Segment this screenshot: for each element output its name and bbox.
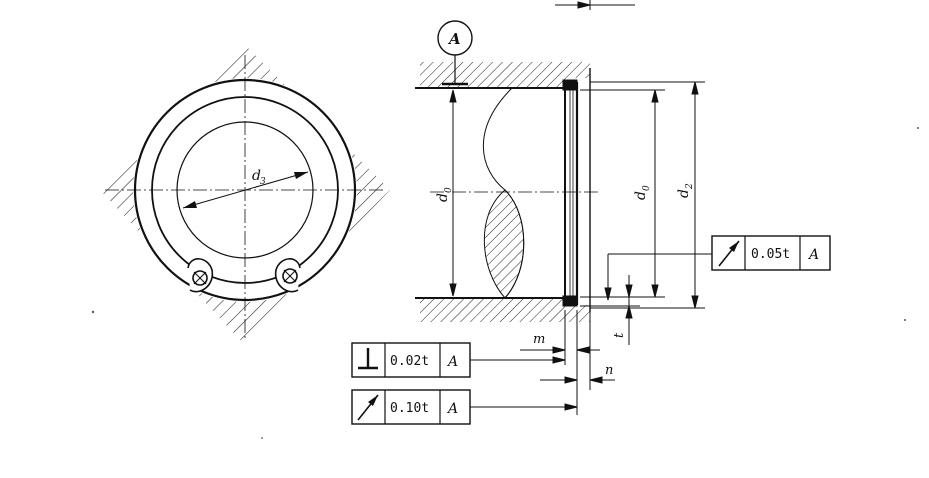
scan-specks	[91, 127, 919, 439]
d3-label: d	[252, 168, 261, 184]
frame-perp-datum: A	[446, 354, 458, 370]
n-dimension	[540, 310, 615, 415]
d2-label: d	[676, 189, 692, 198]
perpendicularity-leader	[470, 356, 566, 364]
runout-leader-upper	[604, 253, 712, 301]
frame-lower-value: 0.10t	[390, 401, 429, 416]
d3-dimension	[182, 171, 309, 209]
break-line	[482, 87, 525, 299]
runout-icon	[357, 394, 379, 421]
frame-upper-value: 0.05t	[751, 247, 790, 262]
runout-leader-lower	[470, 403, 578, 411]
top-dimension-stub	[555, 0, 635, 10]
frame-upper-datum: A	[807, 247, 819, 263]
t-dimension	[580, 275, 640, 345]
d0-right-label: d	[633, 191, 649, 200]
tolerance-frame-perpendicularity	[351, 342, 471, 378]
frame-lower-datum: A	[446, 401, 458, 417]
datum-a-letter: A	[447, 30, 461, 48]
m-label: m	[533, 332, 545, 347]
d0-left-dimension	[449, 89, 457, 297]
tolerance-frame-runout-upper	[711, 235, 831, 271]
d2-subscript: 2	[685, 183, 695, 190]
frame-perp-value: 0.02t	[390, 354, 429, 369]
n-label: n	[605, 363, 613, 378]
m-dimension	[520, 310, 600, 365]
tolerance-frame-runout-lower	[351, 389, 471, 425]
d0-right-dimension	[580, 89, 665, 298]
runout-icon	[718, 240, 740, 267]
bore-lower-wall	[415, 297, 590, 322]
datum-a-symbol	[437, 20, 473, 86]
perpendicularity-icon	[358, 348, 378, 370]
d0-left-label: d	[435, 193, 451, 202]
d2-dimension	[590, 81, 705, 309]
housing-shoulder	[562, 68, 591, 312]
d0-left-subscript: 0	[444, 187, 454, 193]
d3-subscript: 3	[260, 177, 266, 187]
d0-right-subscript: 0	[642, 185, 652, 191]
t-label: t	[612, 332, 627, 338]
